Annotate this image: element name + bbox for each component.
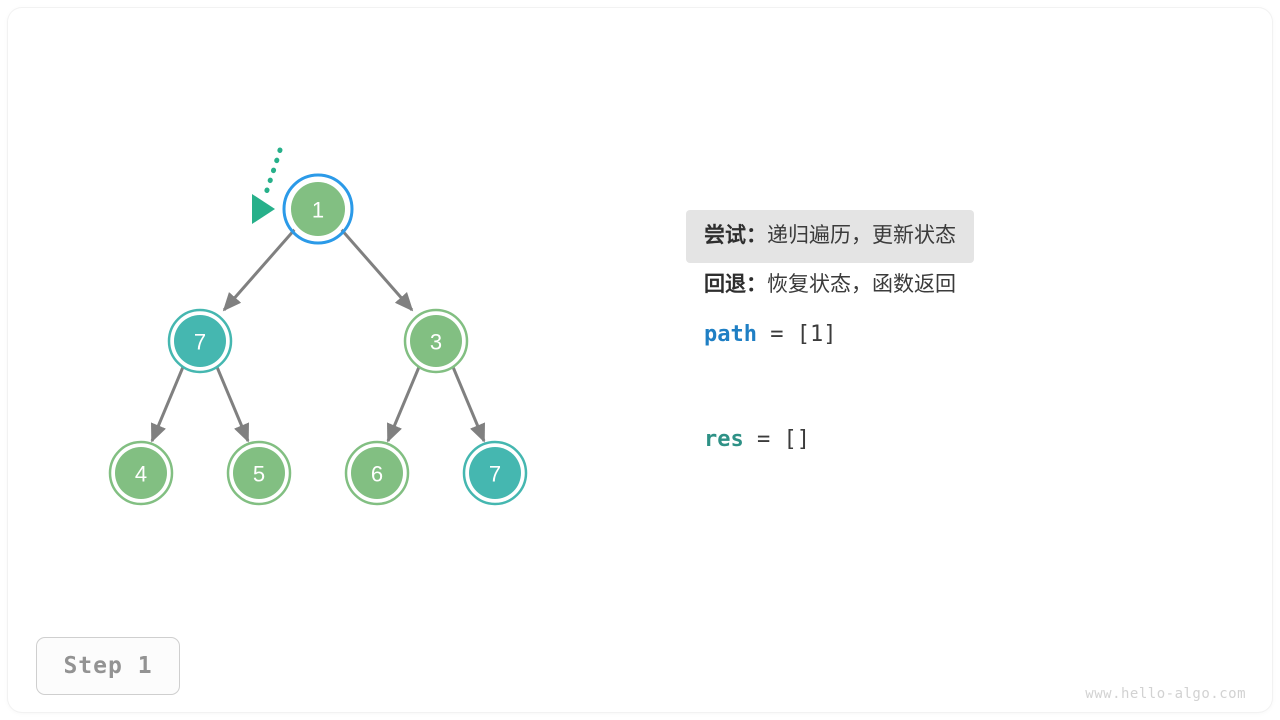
pointer-arrowhead-icon (252, 194, 275, 224)
node-5-ring (226, 440, 292, 506)
step-badge: Step 1 (36, 637, 180, 695)
node-7-right-circle (469, 447, 521, 499)
tree-nodes: 1 7 3 4 (108, 173, 528, 506)
node-1-label: 1 (312, 198, 324, 223)
recursion-pointer (252, 147, 283, 224)
try-row: 尝试：递归遍历，更新状态 (686, 210, 974, 263)
backtrack-label: 回退： (704, 273, 767, 296)
path-state-line: path = [1] (686, 322, 1226, 347)
tree-node-7-left[interactable]: 7 (167, 308, 233, 374)
node-3-circle (410, 315, 462, 367)
node-4-circle (115, 447, 167, 499)
path-variable-name: path (704, 322, 757, 347)
edge-7-4 (150, 366, 185, 443)
node-1-active-ring (282, 173, 354, 245)
node-6-ring (344, 440, 410, 506)
tree-node-3[interactable]: 3 (403, 308, 469, 374)
res-variable-name: res (704, 427, 744, 452)
tree-edges (150, 227, 486, 443)
node-1-circle (291, 182, 345, 236)
backtrack-row: 回退：恢复状态，函数返回 (686, 268, 974, 302)
node-1-inner-ring (286, 177, 350, 241)
res-variable-value: = [] (743, 427, 810, 452)
edge-3-7b (451, 366, 486, 443)
card-frame (8, 8, 1272, 712)
edge-3-6 (386, 366, 421, 443)
try-label: 尝试： (704, 224, 767, 247)
node-6-label: 6 (371, 462, 383, 487)
info-panel: 尝试：递归遍历，更新状态 回退：恢复状态，函数返回 path = [1] res… (686, 210, 1226, 452)
edge-1-3 (338, 227, 414, 312)
pointer-dotted-path (261, 147, 283, 203)
node-4-label: 4 (135, 462, 147, 487)
backtrack-text: 恢复状态，函数返回 (767, 273, 956, 296)
node-7-right-ring (462, 440, 528, 506)
node-5-circle (233, 447, 285, 499)
node-7-right-label: 7 (489, 462, 501, 487)
tree-node-6[interactable]: 6 (344, 440, 410, 506)
watermark: www.hello-algo.com (1085, 686, 1246, 702)
tree-node-1[interactable]: 1 (282, 173, 354, 245)
node-4-ring (108, 440, 174, 506)
tree-node-5[interactable]: 5 (226, 440, 292, 506)
edge-1-7 (222, 227, 298, 312)
step-label: Step 1 (63, 653, 153, 679)
tree-node-4[interactable]: 4 (108, 440, 174, 506)
edge-7-5 (215, 366, 250, 443)
res-state-line: res = [] (686, 427, 1226, 452)
node-7-left-ring (167, 308, 233, 374)
path-variable-value: = [1] (756, 322, 837, 347)
node-5-label: 5 (253, 462, 265, 487)
node-7-left-circle (174, 315, 226, 367)
tree-node-7-right[interactable]: 7 (462, 440, 528, 506)
node-3-label: 3 (430, 330, 442, 355)
node-6-circle (351, 447, 403, 499)
node-3-ring (403, 308, 469, 374)
node-7-left-label: 7 (194, 330, 206, 355)
try-text: 递归遍历，更新状态 (767, 224, 956, 247)
